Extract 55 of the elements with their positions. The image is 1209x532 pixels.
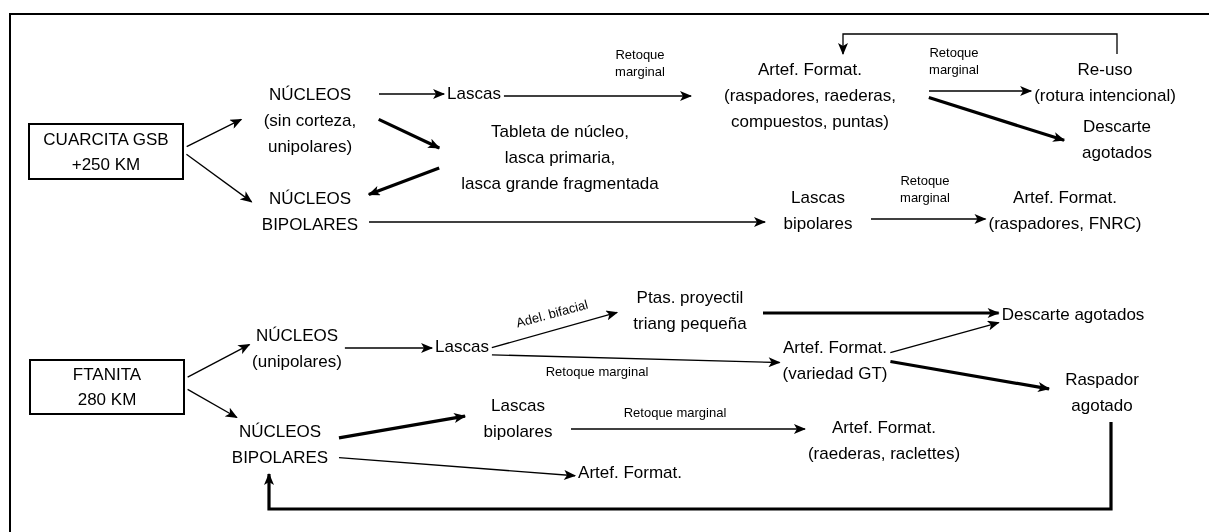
node-label: CUARCITA GSB +250 KM <box>42 128 170 176</box>
node-label: Tableta de núcleo, <box>490 121 630 143</box>
node-label: NÚCLEOS BIPOLARES <box>254 186 366 238</box>
arrow <box>503 91 692 101</box>
node-label: (sin corteza, unipolares) <box>262 110 358 158</box>
arrow <box>928 96 1066 142</box>
node-label: lasca grande fragmentada <box>460 173 660 195</box>
arrow <box>870 214 987 224</box>
arrow <box>186 388 238 419</box>
arrow <box>186 118 243 148</box>
arrow <box>368 217 766 227</box>
node-label: Artef. Format. <box>1012 187 1118 209</box>
arrow <box>344 343 434 353</box>
node-label: Lascas bipolares <box>768 185 868 237</box>
node-label: FTANITA 280 KM <box>71 364 143 411</box>
node-label: (unipolares) <box>252 351 342 373</box>
node-label: lasca primaria, <box>503 147 617 169</box>
node-label: (raspadores, raederas, compuestos, puntas) <box>723 85 897 133</box>
node-label: Descarte agotados <box>1067 114 1167 166</box>
node-label: Lascas <box>447 81 501 107</box>
arrow <box>928 86 1033 96</box>
node-label: Lascas bipolares <box>468 393 568 445</box>
node-label: Descarte agotados <box>1001 302 1145 328</box>
node-label: Ptas. proyectil triang pequeña <box>620 285 760 337</box>
node-label: (raederas, raclettes) <box>807 443 961 465</box>
arrow <box>378 89 446 99</box>
arrow <box>491 310 619 349</box>
node-label: NÚCLEOS <box>267 84 353 106</box>
source-box <box>29 359 185 415</box>
node-label: Artef. Format. <box>831 417 937 439</box>
node-label: Raspador agotado <box>1052 367 1152 419</box>
arrow <box>378 117 441 150</box>
arrow <box>338 456 577 480</box>
node-label: Artef. Format. <box>578 460 682 486</box>
arrow <box>338 413 467 440</box>
node-label: (variedad GT) <box>782 363 888 385</box>
arrow <box>187 343 251 378</box>
arrow <box>890 359 1051 392</box>
arrow <box>838 33 1118 55</box>
arrow <box>367 166 440 197</box>
arrow <box>889 320 1000 354</box>
arrow <box>763 308 1000 318</box>
arrow <box>185 153 253 203</box>
node-label: (rotura intencional) <box>1034 85 1176 107</box>
node-label: NÚCLEOS <box>254 325 340 347</box>
arrow <box>264 422 1113 511</box>
arrow <box>491 354 781 368</box>
node-label: Artef. Format. <box>757 59 863 81</box>
node-label: (raspadores, FNRC) <box>988 213 1142 235</box>
arrow <box>570 424 806 434</box>
node-label: Lascas <box>435 334 489 360</box>
source-box <box>28 123 184 180</box>
node-label: Artef. Format. <box>782 337 888 359</box>
node-label: Re-uso <box>1076 59 1134 81</box>
node-label: NÚCLEOS BIPOLARES <box>224 419 336 471</box>
